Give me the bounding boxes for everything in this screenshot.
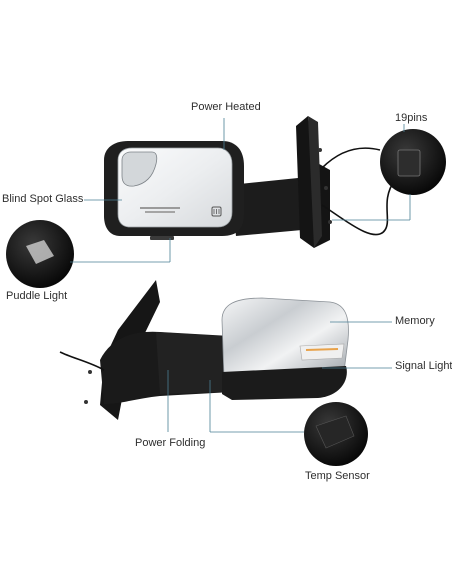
bottom-mirror bbox=[59, 280, 349, 420]
puddle-light-label: Puddle Light bbox=[6, 290, 68, 302]
callout-lines bbox=[70, 118, 411, 433]
temp-sensor-label: Temp Sensor bbox=[305, 470, 370, 482]
memory-label: Memory bbox=[395, 315, 435, 327]
top-mirror bbox=[104, 116, 396, 248]
power-heated-label: Power Heated bbox=[191, 101, 261, 113]
power-folding-label: Power Folding bbox=[135, 437, 206, 449]
signal-light-label: Signal Light bbox=[395, 360, 452, 372]
blind-spot-glass-label: Blind Spot Glass bbox=[2, 193, 84, 205]
pins-label: 19pins bbox=[395, 112, 428, 124]
